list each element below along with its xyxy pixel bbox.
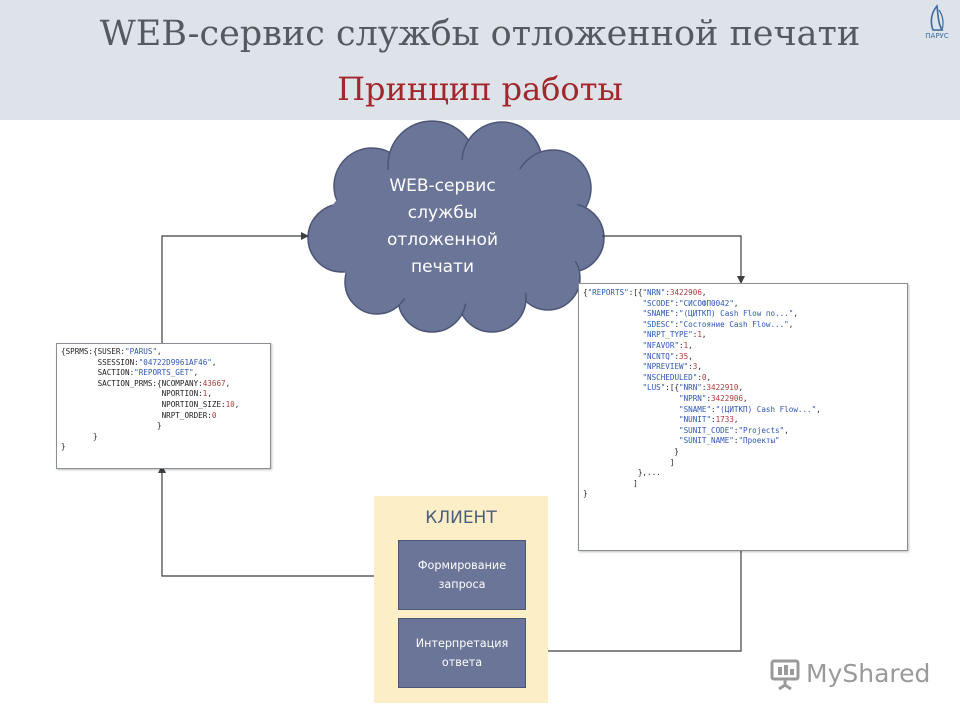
code-line: NPORTION_SIZE:10, bbox=[61, 399, 240, 409]
code-line: } bbox=[61, 431, 98, 441]
code-line: {"REPORTS":[{"NRN":3422906, bbox=[583, 288, 707, 297]
code-line: SSESSION:"04722D9961AF46", bbox=[61, 357, 217, 367]
arrow-client-to-request bbox=[158, 465, 398, 577]
code-line: "NCNTQ":35, bbox=[642, 351, 693, 361]
slide-header: WEB-сервис службы отложенной печати Прин… bbox=[0, 0, 960, 120]
code-line: SACTION:"REPORTS_GET", bbox=[61, 368, 199, 378]
slide-title: WEB-сервис службы отложенной печати bbox=[99, 14, 861, 54]
code-line: ] bbox=[583, 457, 675, 467]
cloud-label-line: отложенной bbox=[386, 230, 499, 250]
code-line: NPORTION:1, bbox=[61, 389, 212, 399]
sail-icon bbox=[930, 4, 944, 31]
code-line: } bbox=[61, 442, 66, 452]
response-json-box: {"REPORTS":[{"NRN":3422906, "SCODE":"СИС… bbox=[578, 283, 908, 551]
cloud-shape bbox=[307, 120, 605, 333]
slide-subtitle: Принцип работы bbox=[337, 70, 623, 108]
form-request-label: Формирование запроса bbox=[417, 559, 507, 591]
presentation-icon bbox=[770, 659, 800, 691]
code-line: NRPT_ORDER:0 bbox=[61, 410, 217, 420]
code-line: ] bbox=[583, 478, 638, 488]
cloud-label-line: печати bbox=[411, 257, 474, 277]
code-line: "NPRN":3422906, bbox=[679, 393, 748, 403]
code-line: "NPREVIEW":3, bbox=[642, 362, 702, 372]
code-line: "NFAVOR":1, bbox=[642, 340, 693, 350]
arrow-response-to-client bbox=[525, 550, 742, 655]
form-request-block: Формирование запроса bbox=[398, 540, 526, 610]
cloud-label-line: службы bbox=[407, 203, 478, 223]
code-line: "SUNIT_NAME":"Проекты" bbox=[679, 436, 780, 446]
code-line: } bbox=[583, 489, 588, 499]
interpret-response-block: Интерпретация ответа bbox=[398, 618, 526, 688]
cloud-label-line: WEB-сервис bbox=[389, 176, 496, 196]
code-line: {SPRMS:{SUSER:"PARUS", bbox=[61, 347, 162, 356]
arrow-request-to-service bbox=[161, 232, 309, 343]
arrow-service-to-response bbox=[602, 235, 745, 284]
code-line: "SNAME":"(ЦИТКП) Cash Flow по...", bbox=[642, 309, 798, 319]
code-line: } bbox=[61, 421, 162, 431]
logo-text: ПАРУС bbox=[925, 32, 949, 40]
code-line: },... bbox=[583, 468, 661, 478]
code-line: } bbox=[583, 446, 680, 456]
client-panel: КЛИЕНТ Формирование запроса Интерпретаци… bbox=[374, 496, 548, 703]
parus-logo: ПАРУС bbox=[918, 4, 956, 44]
code-line: "SDESC":"Состояние Cash Flow...", bbox=[642, 319, 794, 329]
interpret-response-label: Интерпретация ответа bbox=[415, 637, 509, 669]
request-json-box: {SPRMS:{SUSER:"PARUS", SSESSION:"04722D9… bbox=[56, 343, 271, 469]
code-line: "NRPT_TYPE":1, bbox=[642, 330, 707, 340]
code-line: "SCODE":"СИСОФП0042", bbox=[642, 298, 739, 308]
myshared-watermark: MyShared bbox=[768, 656, 948, 696]
watermark-text: MyShared bbox=[806, 659, 931, 688]
code-line: "NSCHEDULED":0, bbox=[642, 372, 712, 382]
code-line: "SNAME":"(ЦИТКП) Cash Flow...", bbox=[679, 404, 821, 414]
cloud-label: WEB-сервис службы отложенной печати bbox=[355, 173, 530, 281]
code-line: "NUNIT":1733, bbox=[679, 415, 739, 425]
code-line: "LUS":[{"NRN":3422910, bbox=[642, 383, 744, 393]
code-line: "SUNIT_CODE":"Projects", bbox=[679, 425, 789, 435]
client-title: КЛИЕНТ bbox=[425, 508, 497, 528]
code-line: SACTION_PRMS:{NCOMPANY:43667, bbox=[61, 378, 231, 388]
